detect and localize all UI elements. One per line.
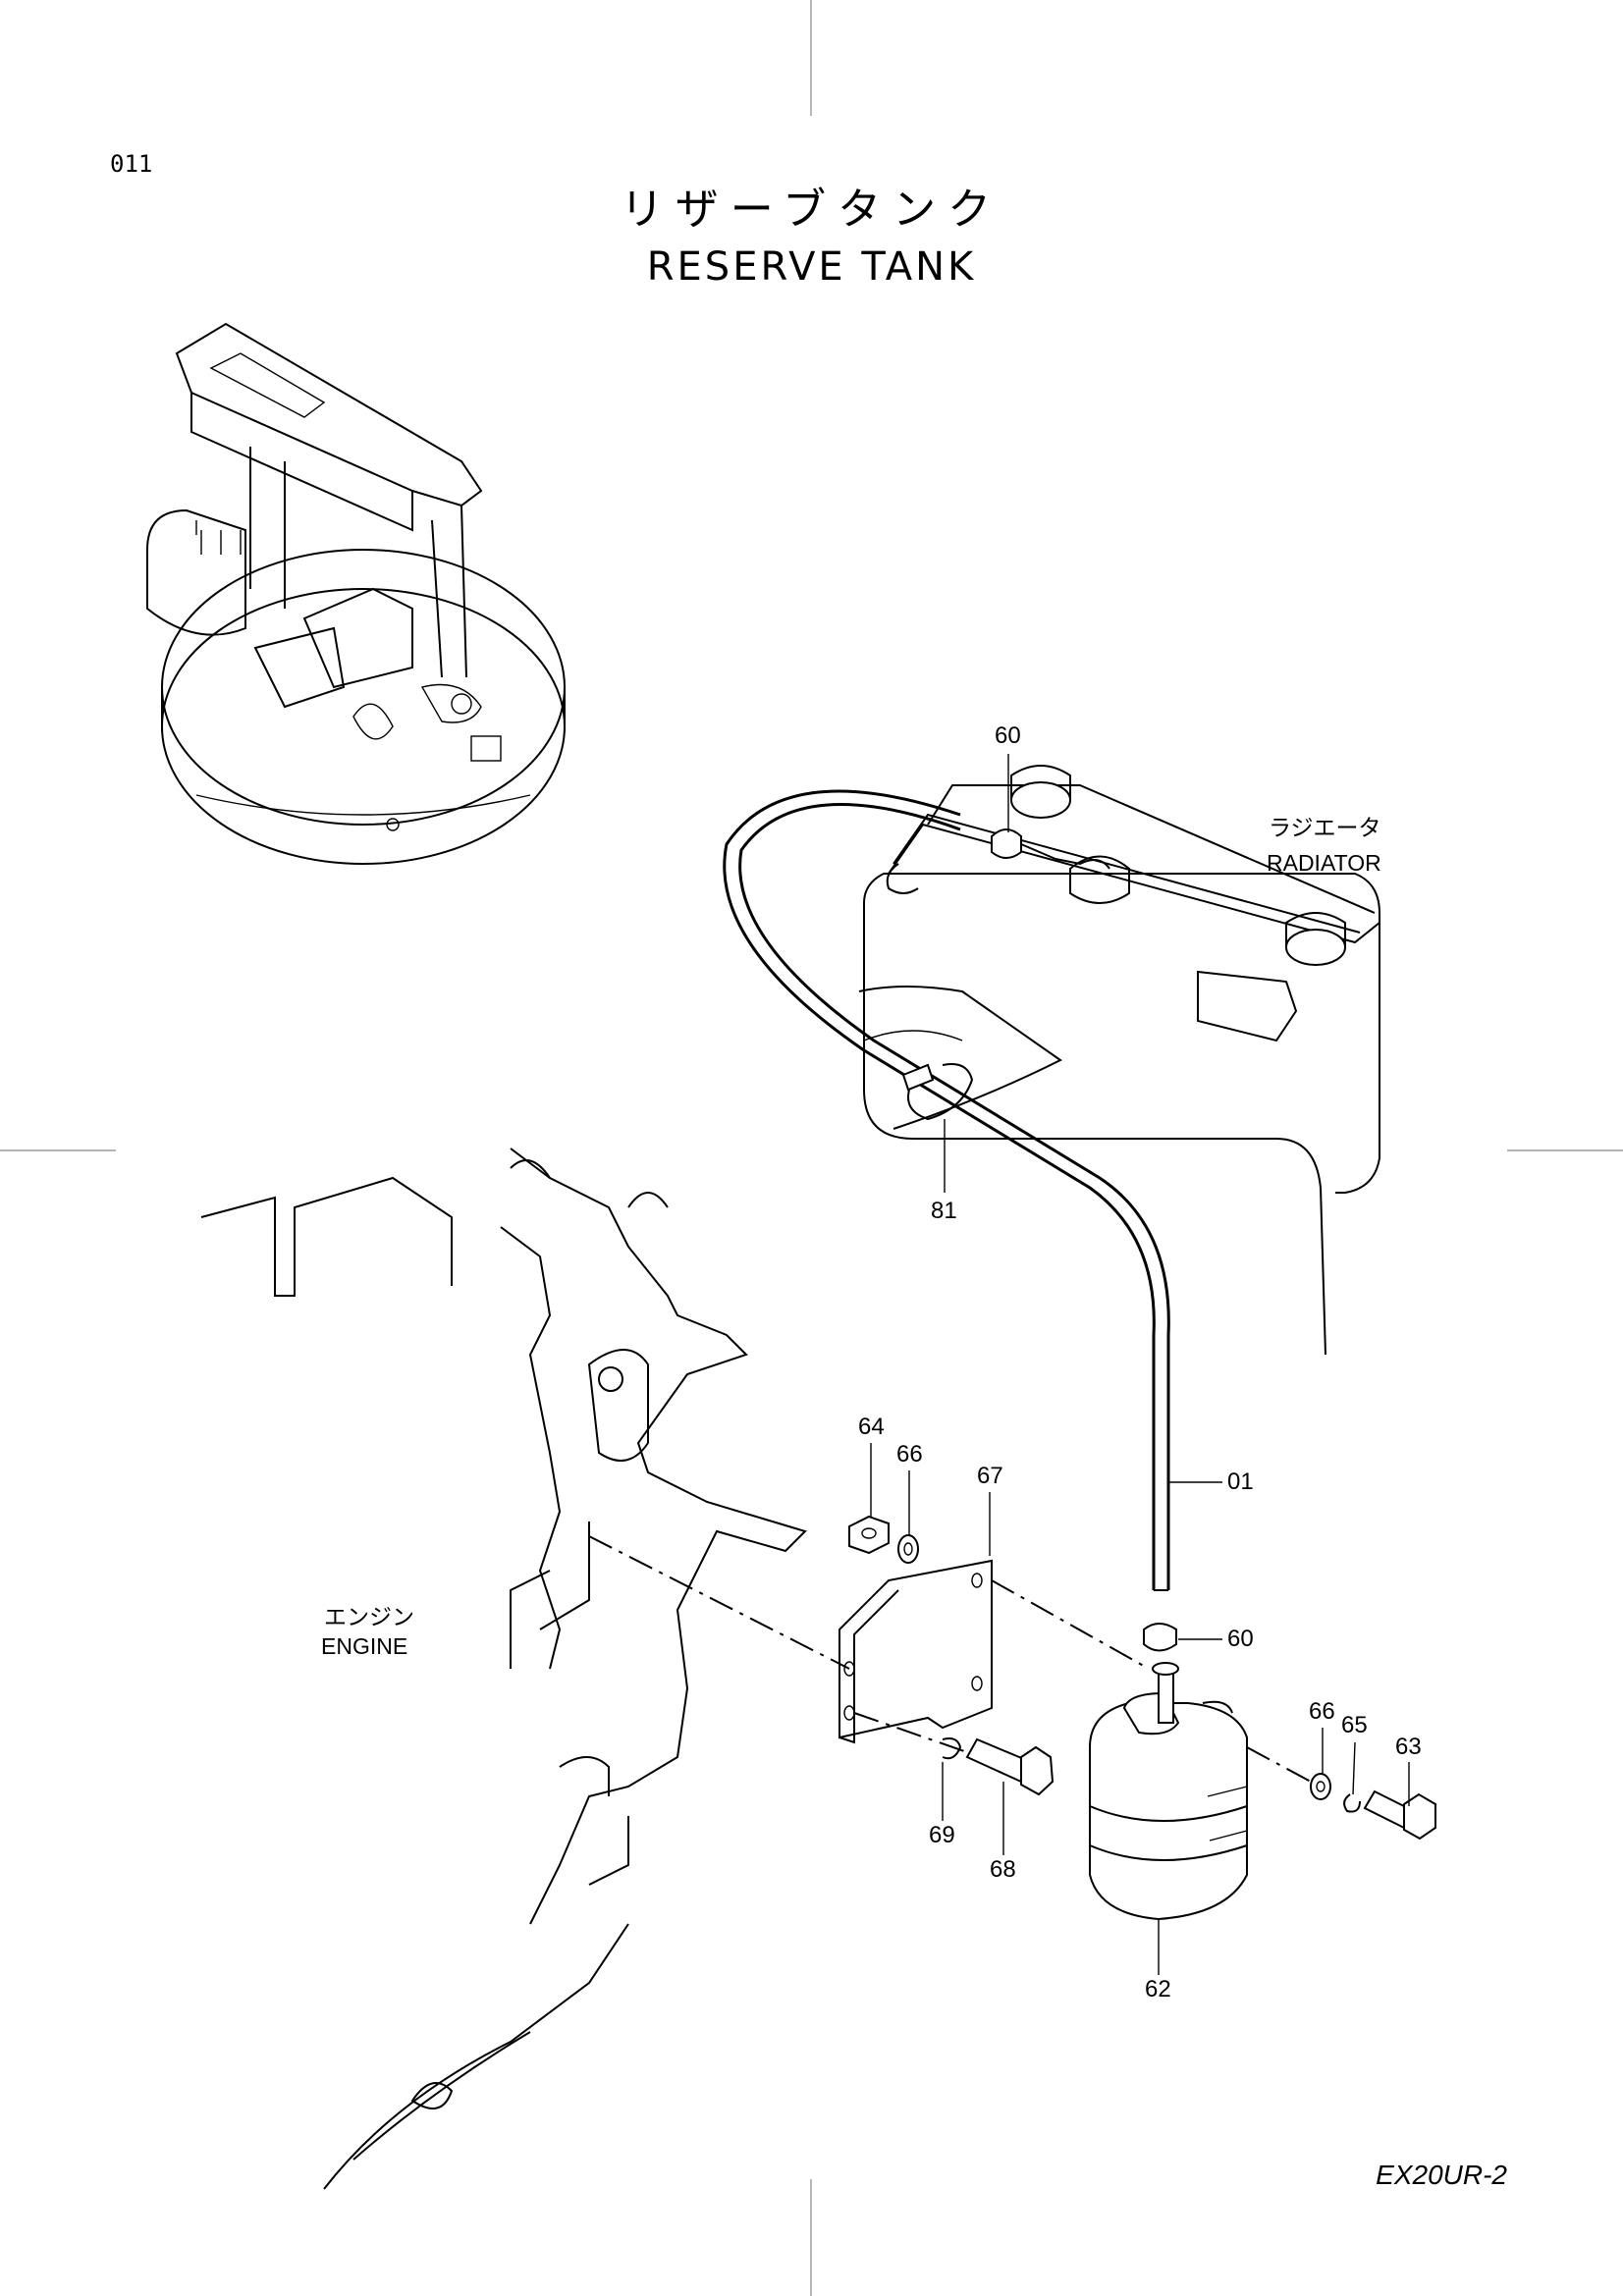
clip-81 (901, 1063, 974, 1121)
leader-lines (870, 754, 1410, 1975)
spring-washer-65 (1343, 1793, 1361, 1813)
callout-64: 64 (858, 1414, 885, 1440)
clamp-60-tank (1143, 1623, 1177, 1652)
callout-69: 69 (929, 1822, 955, 1848)
machine-locator-view (146, 322, 566, 865)
engine-label-jp: エンジン (324, 1604, 414, 1629)
bracket-67 (839, 1559, 993, 1744)
model-code: EX20UR-2 (1376, 2160, 1507, 2190)
callout-66: 66 (896, 1441, 923, 1468)
callout-01: 01 (1227, 1468, 1254, 1495)
clamp-60-top (991, 828, 1110, 870)
callout-81: 81 (931, 1198, 957, 1224)
washer-66 (897, 1534, 919, 1564)
page-title-jp: リザーブタンク (620, 185, 1003, 235)
callout-62: 62 (1145, 1976, 1171, 2002)
callout-63: 63 (1395, 1734, 1422, 1760)
callout-67: 67 (977, 1463, 1003, 1489)
bolt-68 (965, 1737, 1055, 1796)
callout-60-top: 60 (995, 722, 1021, 749)
radiator-label-jp: ラジエータ (1269, 815, 1381, 840)
callout-68: 68 (990, 1856, 1016, 1883)
callout-65: 65 (1341, 1712, 1368, 1738)
engine-drawing (200, 1148, 807, 2190)
callout-60-tank: 60 (1227, 1626, 1254, 1652)
nut-64 (848, 1515, 890, 1555)
page-title-en: RESERVE TANK (646, 244, 977, 290)
radiator-label-en: RADIATOR (1267, 850, 1381, 876)
lock-washer-69 (942, 1737, 962, 1760)
washer-66-b (1310, 1773, 1331, 1800)
page-code: 011 (110, 150, 153, 178)
assembly-center-lines (588, 1535, 1312, 1783)
reserve-tank-62 (1089, 1662, 1248, 1921)
hose-part-01 (723, 789, 1170, 1591)
callout-66-b: 66 (1309, 1698, 1335, 1725)
engine-label-en: ENGINE (321, 1633, 408, 1659)
bolt-63 (1363, 1789, 1436, 1841)
radiator-drawing (858, 765, 1380, 1356)
